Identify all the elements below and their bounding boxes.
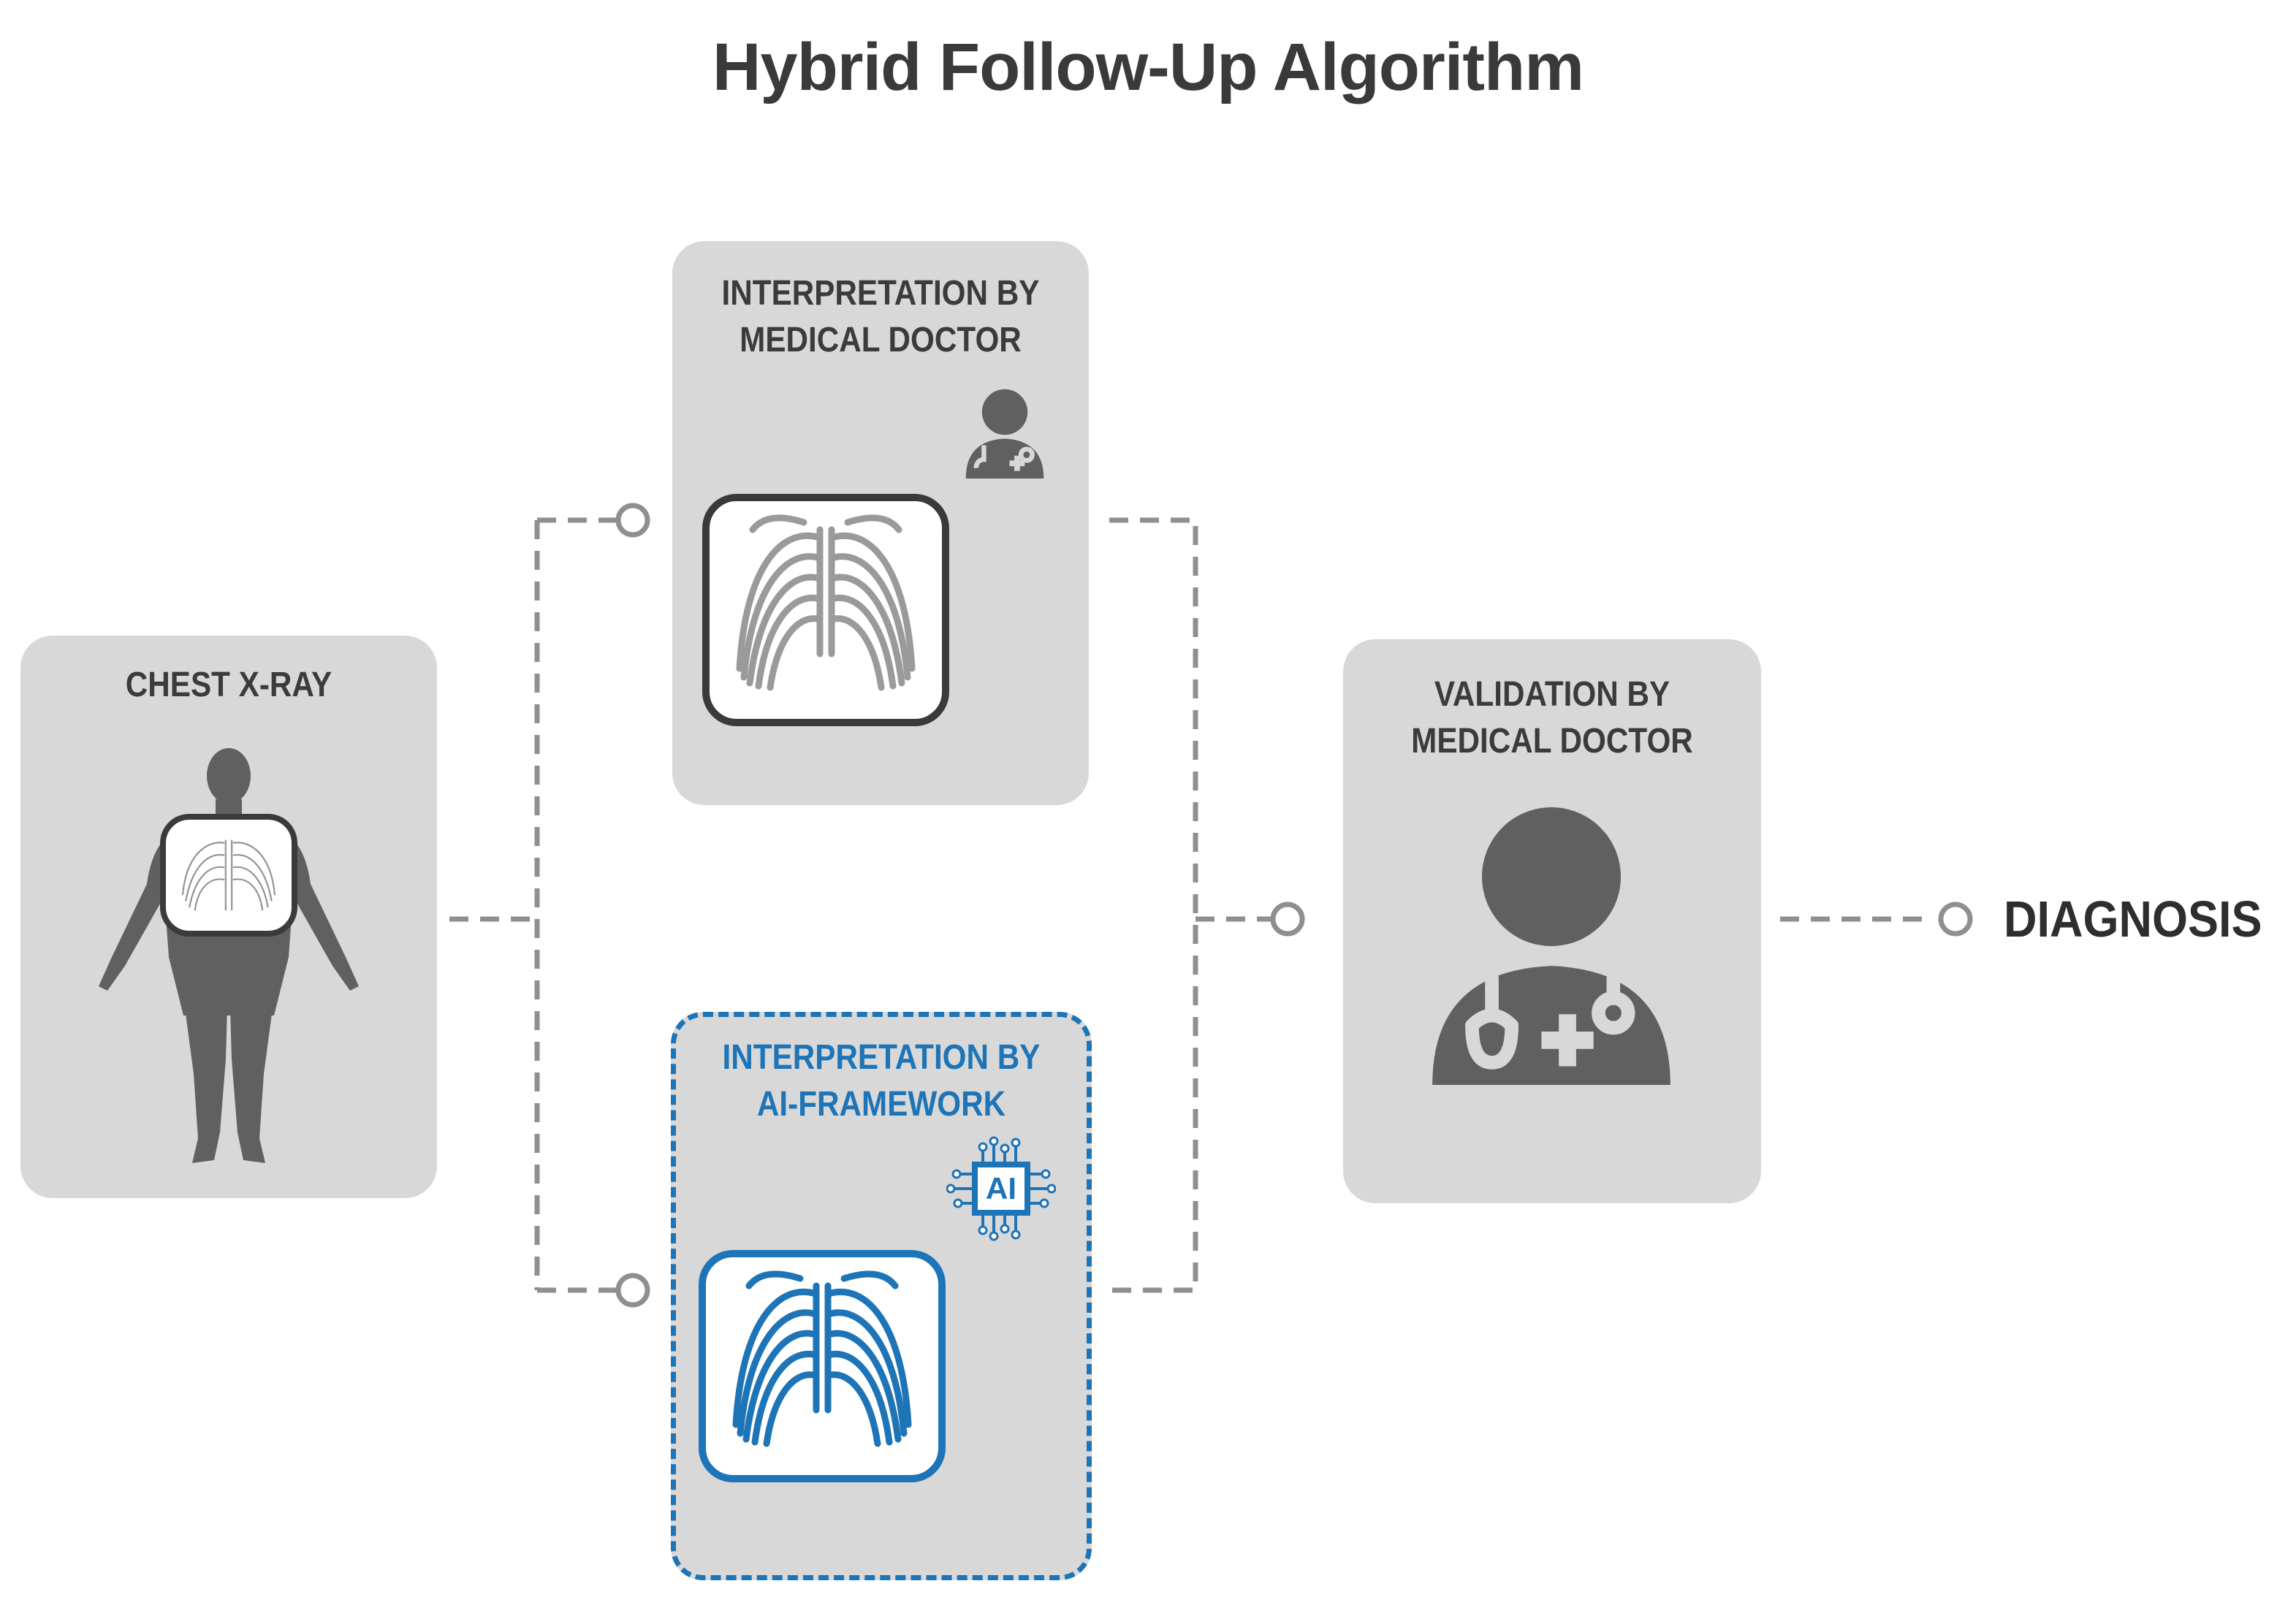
connector-endpoint-diagnosis bbox=[1938, 902, 1973, 937]
chest-xray-card: CHEST X-RAY bbox=[20, 636, 437, 1198]
ai-chip-icon: AI bbox=[946, 1134, 1056, 1243]
ai-xray-frame-icon bbox=[699, 1250, 946, 1482]
ai-interpretation-label-line2: AI-FRAMEWORK bbox=[756, 1085, 1006, 1124]
connector-endpoint-validation bbox=[1270, 902, 1305, 937]
connector-endpoint-ai bbox=[615, 1273, 650, 1308]
connector-doctor-to-merge bbox=[1109, 517, 1198, 1293]
doctor-large-icon bbox=[1432, 807, 1670, 1085]
validation-label-line1: VALIDATION BY bbox=[1434, 675, 1670, 714]
ai-chip-label: AI bbox=[986, 1171, 1016, 1205]
connector-endpoint-doctor bbox=[615, 503, 650, 538]
validation-label-line2: MEDICAL DOCTOR bbox=[1411, 722, 1693, 761]
ai-interpretation-label-line1: INTERPRETATION BY bbox=[722, 1038, 1041, 1077]
doctor-small-icon bbox=[965, 389, 1044, 479]
doctor-interpretation-label-line1: INTERPRETATION BY bbox=[721, 274, 1040, 313]
doctor-interpretation-label-line2: MEDICAL DOCTOR bbox=[740, 321, 1022, 359]
chest-xray-label: CHEST X-RAY bbox=[125, 666, 332, 704]
ai-interpretation-card: INTERPRETATION BY AI-FRAMEWORK AI bbox=[671, 1012, 1092, 1580]
doctor-interpretation-card: INTERPRETATION BY MEDICAL DOCTOR bbox=[672, 241, 1089, 805]
diagnosis-label: DIAGNOSIS bbox=[2004, 891, 2262, 948]
human-body-icon bbox=[99, 748, 359, 1163]
xray-frame-icon bbox=[702, 494, 949, 726]
validation-card: VALIDATION BY MEDICAL DOCTOR bbox=[1343, 639, 1761, 1203]
diagram-title: Hybrid Follow-Up Algorithm bbox=[712, 30, 1584, 104]
ai-chip-circuit-icon bbox=[946, 1136, 1056, 1241]
